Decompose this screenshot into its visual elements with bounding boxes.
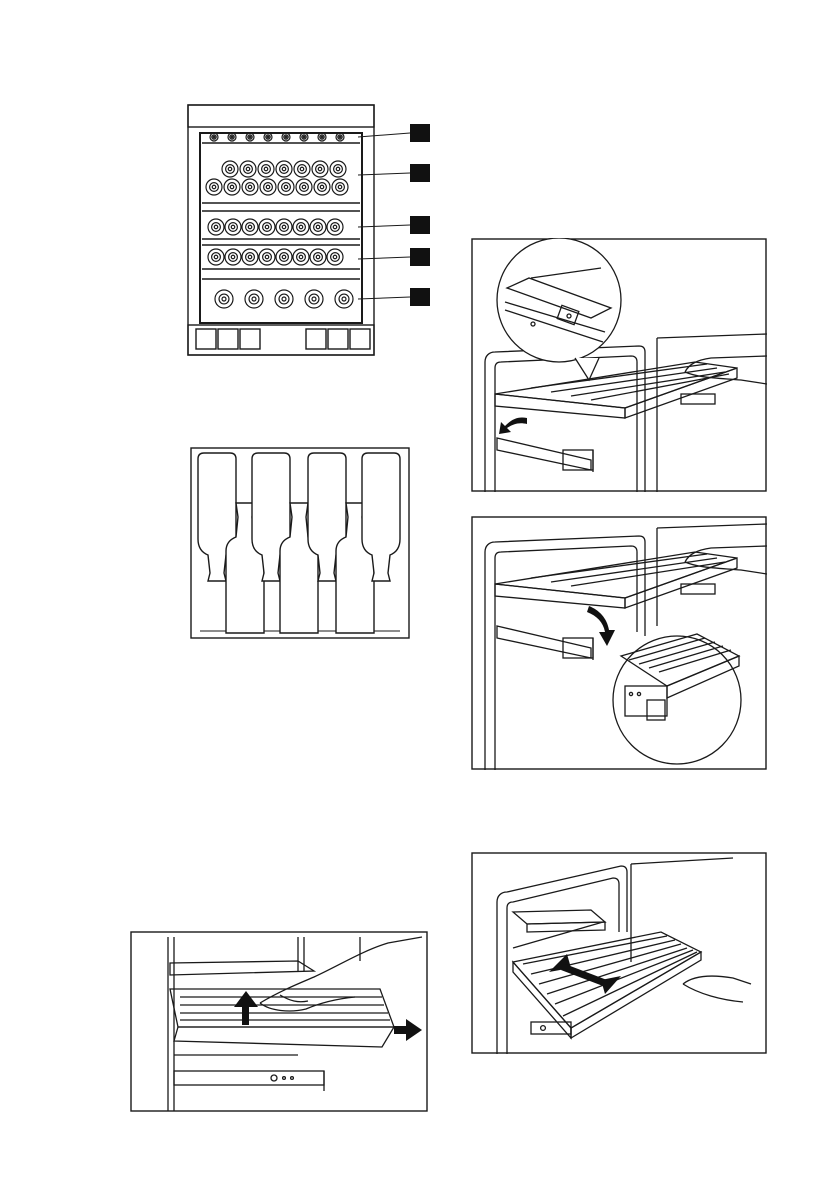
wine-cooler-front-illustration <box>186 103 436 361</box>
bottle-arrangement-illustration <box>190 447 410 639</box>
shelf-tilt-out-illustration <box>471 238 767 492</box>
shelf-insert-illustration <box>471 516 767 770</box>
callout-marker-3 <box>410 216 430 234</box>
callout-marker-4 <box>410 248 430 266</box>
callout-marker-2 <box>410 164 430 182</box>
shelf-slide-illustration <box>471 852 767 1054</box>
callout-marker-1 <box>410 124 430 142</box>
callout-marker-5 <box>410 288 430 306</box>
shelf-lift-pull-illustration <box>130 931 428 1112</box>
